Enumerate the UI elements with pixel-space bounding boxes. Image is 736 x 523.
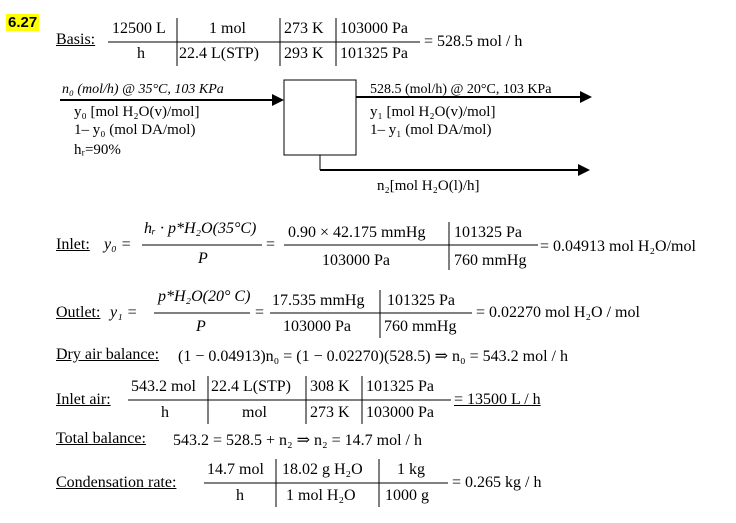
outlet-result: = 0.02270 mol H₂O / mol [476,304,640,321]
condensation-num-2: 1 kg [397,461,425,478]
outlet-frac1-num: p*H₂O(20° C) [158,288,251,305]
basis-den-2: 293 K [284,45,324,62]
condensation-result: = 0.265 kg / h [452,474,542,491]
inlet-lhs: y₀ = [104,236,132,253]
dry-air-equation: (1 − 0.04913)n₀ = (1 − 0.02270)(528.5) ⇒… [178,348,568,365]
outlet-den2a: 103000 Pa [283,318,351,335]
inlet-equals: = [266,236,276,253]
basis-label: Basis: [56,31,96,48]
feed-stream-line1: n₀ (mol/h) @ 35°C, 103 KPa [62,82,224,97]
outlet-den2b: 760 mmHg [384,318,457,335]
inlet-air-num-1: 22.4 L(STP) [211,378,291,395]
inlet-air-num-2: 308 K [310,378,350,395]
product-stream-line3: 1– y₁ (mol DA/mol) [370,122,492,138]
outlet-frac1-den: P [196,318,206,335]
product-stream-line1: 528.5 (mol/h) @ 20°C, 103 KPa [370,82,552,97]
inlet-num2b: 101325 Pa [454,224,522,241]
outlet-lhs: y₁ = [110,304,138,321]
condensation-label: Condensation rate: [56,474,177,491]
condensation-den-1: 1 mol H₂O [286,487,356,504]
basis-result: = 528.5 mol / h [424,33,523,50]
basis-den-0: h [137,45,145,62]
outlet-num2a: 17.535 mmHg [272,292,365,309]
condensation-num-1: 18.02 g H₂O [282,461,363,478]
basis-num-3: 103000 Pa [340,20,408,37]
product-stream-line2: y₁ [mol H₂O(v)/mol] [370,104,496,120]
inlet-air-result-value: = 13500 L / h [454,391,541,408]
inlet-air-label: Inlet air: [56,391,111,408]
condensation-den-0: h [236,487,244,504]
condensation-num-0: 14.7 mol [207,461,264,478]
feed-stream-line4: hᵣ=90% [74,142,121,158]
inlet-den2b: 760 mmHg [454,252,527,269]
product-arrow-head [580,91,592,103]
problem-number: 6.27 [6,14,40,31]
condensate-arrow-head [578,164,590,176]
total-balance-equation: 543.2 = 528.5 + n₂ ⇒ n₂ = 14.7 mol / h [173,432,422,449]
inlet-num2a: 0.90 × 42.175 mmHg [288,224,426,241]
inlet-result: = 0.04913 mol H₂O/mol [540,238,696,255]
inlet-air-den-2: 273 K [310,404,350,421]
basis-num-0: 12500 L [112,20,166,37]
inlet-frac1-den: P [198,250,208,267]
total-balance-label: Total balance: [56,430,146,447]
basis-den-1: 22.4 L(STP) [179,45,259,62]
feed-stream-line2: y₀ [mol H₂O(v)/mol] [74,104,200,120]
inlet-label: Inlet: [56,236,90,253]
inlet-air-result: = 13500 L / h [454,391,541,409]
outlet-num2b: 101325 Pa [387,292,455,309]
inlet-air-den-0: h [161,404,169,421]
condensation-den-2: 1000 g [385,487,429,504]
dry-air-label: Dry air balance: [56,346,160,363]
inlet-air-num-0: 543.2 mol [131,378,196,395]
outlet-equals: = [255,304,265,321]
basis-den-3: 101325 Pa [340,45,408,62]
outlet-label: Outlet: [56,304,101,321]
basis-num-1: 1 mol [209,20,246,37]
inlet-air-den-3: 103000 Pa [366,404,434,421]
basis-num-2: 273 K [284,20,324,37]
inlet-den2a: 103000 Pa [322,252,390,269]
process-unit-box [283,79,357,156]
feed-arrow-head [272,94,284,106]
inlet-frac1-num: hᵣ · p*H₂O(35°C) [144,220,257,237]
condensate-stream-label: n₂[mol H₂O(l)/h] [377,178,480,194]
inlet-air-num-3: 101325 Pa [366,378,434,395]
inlet-air-den-1: mol [242,404,267,421]
feed-stream-line3: 1– y₀ (mol DA/mol) [74,122,196,138]
